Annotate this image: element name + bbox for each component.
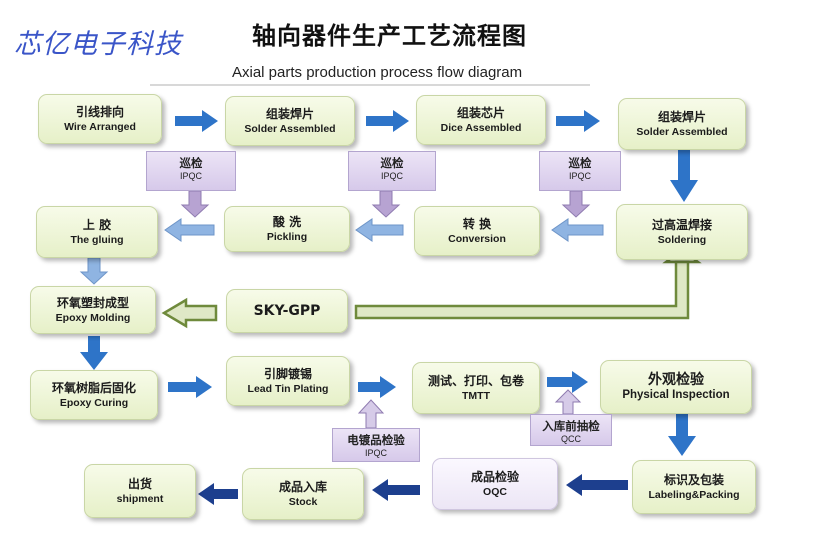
check-plating: 电镀品检验 IPQC (332, 428, 420, 462)
step-soldering: 过高温焊接 Soldering (616, 204, 748, 260)
arrow-solder2-to-soldering (670, 150, 698, 202)
arrow-labeling-to-oqc (566, 474, 628, 496)
step-pickling: 酸 洗 Pickling (224, 206, 350, 252)
step-label-cn: 转 换 (462, 216, 492, 231)
step-label-en: Pickling (266, 230, 308, 243)
check-label-en: QCC (561, 434, 581, 444)
step-label-cn: 外观检验 (648, 371, 704, 388)
check-label-en: IPQC (568, 171, 591, 181)
arrow-ipqc2-down (371, 190, 401, 218)
arrow-curing-to-plating (168, 376, 212, 398)
step-tmtt: 测试、打印、包卷 TMTT (412, 362, 540, 414)
step-label-en: Physical Inspection (622, 388, 730, 401)
step-label-cn: 过高温焊接 (651, 217, 712, 232)
step-conversion: 转 换 Conversion (414, 206, 540, 256)
arrow-inspection-to-labeling (668, 414, 696, 456)
check-label-cn: 巡检 (568, 156, 592, 170)
step-label-en: The gluing (70, 233, 124, 246)
diagram-title-cn: 轴向器件生产工艺流程图 (252, 22, 527, 50)
step-label-cn: 引线排向 (75, 104, 124, 119)
check-warehouse: 入库前抽检 QCC (530, 414, 612, 446)
arrow-molding-to-curing (80, 336, 108, 370)
step-label-cn: 环氧塑封成型 (56, 295, 129, 310)
arrow-ipqc3-down (561, 190, 591, 218)
title-divider (150, 84, 590, 86)
step-label-en: Soldering (657, 233, 707, 246)
step-solder-assembled-2: 组装焊片 Solder Assembled (618, 98, 746, 150)
step-label-cn: 成品入库 (278, 479, 327, 494)
arrow-ipqc1-down (180, 190, 210, 218)
step-label-cn: 环氧树脂后固化 (51, 380, 136, 395)
step-label-en: Solder Assembled (636, 125, 728, 138)
step-gluing: 上 胶 The gluing (36, 206, 158, 258)
arrow-solder-to-dice (366, 110, 409, 132)
step-label-en: Labeling&Packing (648, 488, 740, 501)
step-label-en: TMTT (462, 389, 490, 402)
check-label-cn: 电镀品检验 (347, 433, 405, 447)
company-brand: 芯亿电子科技 (14, 29, 182, 60)
step-label-en: OQC (483, 485, 507, 498)
check-label-cn: 巡检 (179, 156, 203, 170)
step-epoxy-molding: 环氧塑封成型 Epoxy Molding (30, 286, 156, 334)
step-label-en: Stock (288, 495, 318, 508)
check-label-cn: 入库前抽检 (542, 419, 600, 433)
check-ipqc-3: 巡检 IPQC (539, 151, 621, 191)
step-label-cn: 上 胶 (82, 217, 112, 232)
arrow-soldering-return-line (354, 260, 690, 320)
step-label-en: Wire Arranged (64, 120, 136, 133)
step-label-cn: 测试、打印、包卷 (427, 373, 524, 388)
check-ipqc-1: 巡检 IPQC (146, 151, 236, 191)
step-label-cn: 引脚镀锡 (263, 366, 312, 381)
arrow-warehouse-check-up (554, 389, 582, 415)
check-label-en: IPQC (179, 171, 202, 181)
check-label-en: IPQC (380, 171, 403, 181)
step-sky-gpp: SKY-GPP (226, 289, 348, 333)
arrow-soldering-to-conversion (551, 218, 604, 242)
step-label-en: Dice Assembled (440, 121, 522, 134)
step-label-en: shipment (116, 492, 164, 505)
step-label-cn: 组装焊片 (265, 106, 314, 121)
step-physical-inspection: 外观检验 Physical Inspection (600, 360, 752, 414)
step-dice-assembled: 组装芯片 Dice Assembled (416, 95, 546, 145)
step-epoxy-curing: 环氧树脂后固化 Epoxy Curing (30, 370, 158, 420)
step-stock: 成品入库 Stock (242, 468, 364, 520)
step-label-en: Epoxy Molding (55, 311, 131, 324)
arrow-tmtt-to-inspection (547, 371, 588, 393)
step-label: SKY-GPP (253, 303, 321, 319)
arrow-conversion-to-pickling (355, 218, 404, 242)
step-labeling-packing: 标识及包装 Labeling&Packing (632, 460, 756, 514)
step-solder-assembled-1: 组装焊片 Solder Assembled (225, 96, 355, 146)
step-label-en: Conversion (448, 232, 506, 245)
step-oqc: 成品检验 OQC (432, 458, 558, 510)
step-label-cn: 酸 洗 (272, 214, 302, 229)
step-label-cn: 组装焊片 (657, 109, 706, 124)
arrow-oqc-to-stock (372, 479, 420, 501)
arrow-sky-to-molding (161, 297, 218, 329)
step-label-cn: 成品检验 (470, 469, 519, 484)
step-label-cn: 标识及包装 (663, 472, 724, 487)
arrow-dice-to-solder2 (556, 110, 600, 132)
diagram-title-en: Axial parts production process flow diag… (232, 64, 523, 81)
step-label-en: Solder Assembled (244, 122, 336, 135)
step-wire-arranged: 引线排向 Wire Arranged (38, 94, 162, 144)
step-label-en: Lead Tin Plating (247, 382, 329, 395)
step-label-en: Epoxy Curing (59, 396, 129, 409)
arrow-pickling-to-gluing (164, 218, 215, 242)
check-label-cn: 巡检 (380, 156, 404, 170)
check-label-en: IPQC (364, 448, 387, 458)
arrow-gluing-to-molding (79, 257, 109, 285)
arrow-plating-check-up (357, 399, 385, 429)
step-label-cn: 出货 (127, 476, 152, 491)
arrow-plating-to-tmtt (358, 376, 396, 398)
step-lead-tin-plating: 引脚镀锡 Lead Tin Plating (226, 356, 350, 406)
step-label-cn: 组装芯片 (456, 105, 505, 120)
step-shipment: 出货 shipment (84, 464, 196, 518)
check-ipqc-2: 巡检 IPQC (348, 151, 436, 191)
arrow-stock-to-shipment (198, 483, 238, 505)
arrow-wire-to-solder (175, 110, 218, 132)
